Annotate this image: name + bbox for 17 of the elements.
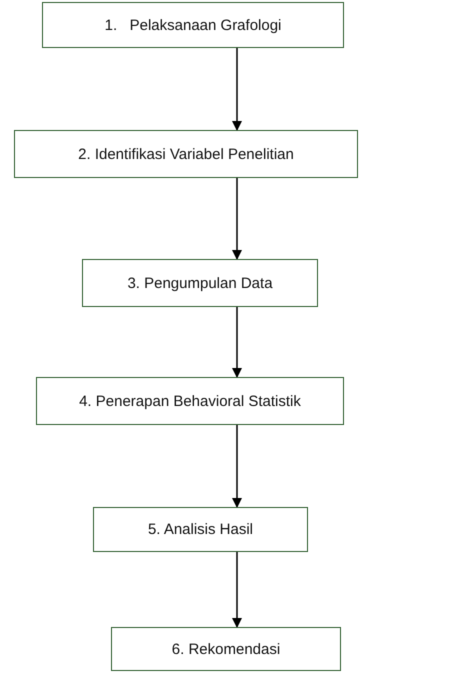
process-box: [111, 627, 341, 671]
process-box: [82, 259, 318, 307]
step-label: 3. Pengumpulan Data: [127, 274, 273, 292]
step-label: 2. Identifikasi Variabel Penelitian: [78, 146, 294, 162]
arrow: [232, 48, 242, 131]
process-box: [14, 130, 358, 178]
process-box: [93, 507, 308, 552]
arrow: [232, 307, 242, 378]
arrow: [232, 425, 242, 508]
process-box: [42, 2, 344, 48]
arrow: [232, 552, 242, 628]
step-label: 4. Penerapan Behavioral Statistik: [79, 392, 301, 410]
arrow: [232, 178, 242, 260]
step-label: 6. Rekomendasi: [172, 640, 280, 658]
process-box: [36, 377, 344, 425]
step-label: 1. Pelaksanaan Grafologi: [104, 16, 282, 34]
step-label: 5. Analisis Hasil: [148, 521, 254, 538]
